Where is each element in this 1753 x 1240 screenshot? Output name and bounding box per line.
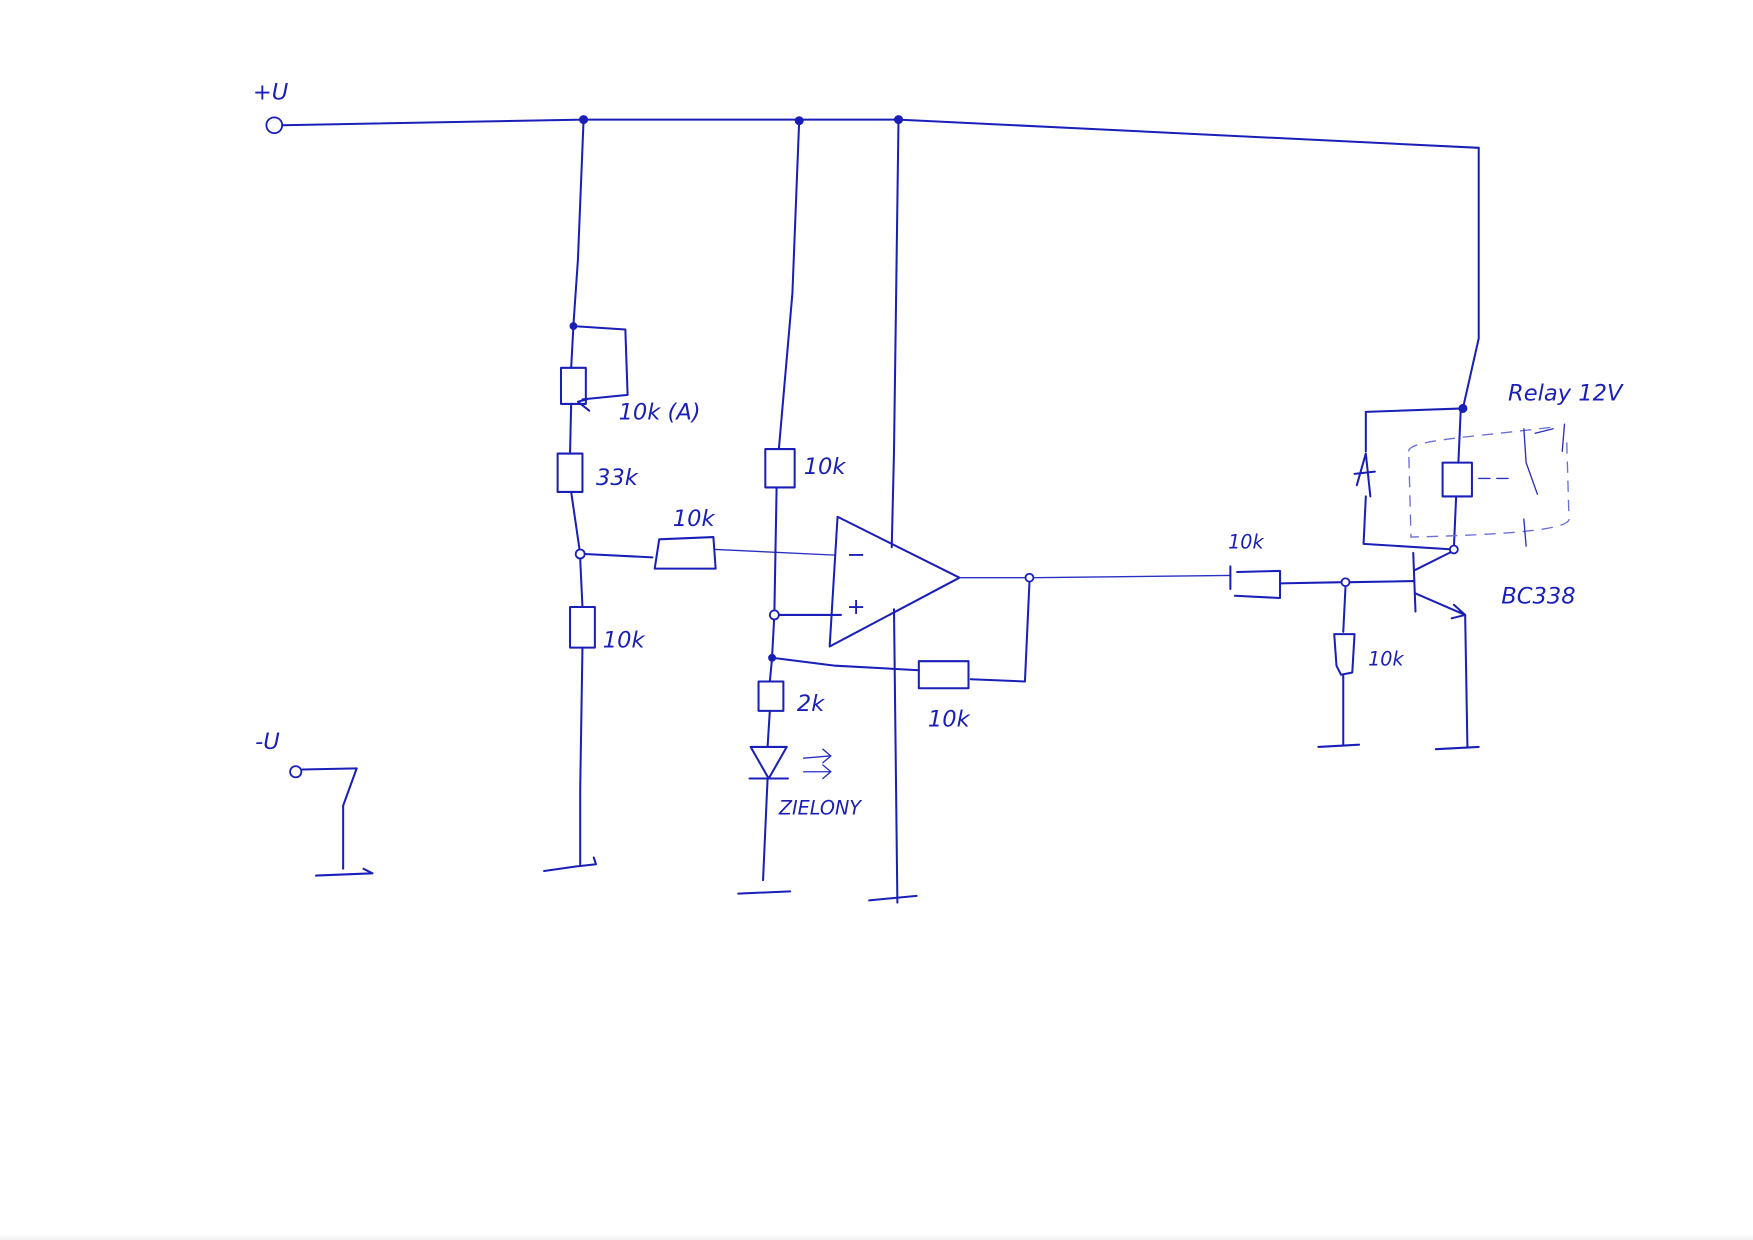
page-edge <box>0 1234 1753 1240</box>
relay-label: Relay 12V <box>1508 381 1624 407</box>
junction-node <box>574 548 586 560</box>
junction-node <box>1449 544 1459 555</box>
resistor-input-label: 10k <box>673 506 716 532</box>
resistor-pulldown-body <box>1333 633 1356 676</box>
led-symbol <box>749 745 788 780</box>
negative-supply-terminal: -U <box>255 729 374 877</box>
left-divider-branch: 10k (A) 33k 10k <box>543 118 701 873</box>
transistor-driver: 10k 10k BC338 <box>1033 530 1576 751</box>
transistor-label: BC338 <box>1501 584 1575 610</box>
opamp-noninverting-label: + <box>847 594 866 620</box>
positive-supply-terminal: +U <box>253 79 289 135</box>
flyback-diode <box>1353 452 1376 498</box>
light-arrow-icon <box>803 748 832 764</box>
potentiometer-label: 10k (A) <box>619 400 701 426</box>
opamp-inverting-label: − <box>847 542 866 568</box>
resistor-base-body <box>1229 565 1282 600</box>
relay-section: Relay 12V <box>1353 381 1624 555</box>
reference-branch: 10k 2k ZIELONY <box>737 119 862 895</box>
terminal-circle-icon <box>265 116 284 135</box>
junction-node <box>1340 577 1351 588</box>
potentiometer-body <box>559 366 587 405</box>
resistor-10k-ref-label: 10k <box>804 454 847 480</box>
resistor-2k-label: 2k <box>797 691 825 717</box>
terminal-circle-icon <box>289 765 303 779</box>
transistor-collector <box>1414 549 1455 571</box>
resistor-10k-left-label: 10k <box>603 628 646 654</box>
resistor-33k-label: 33k <box>596 465 639 491</box>
resistor-2k-body <box>757 680 785 712</box>
positive-rail <box>281 115 1480 410</box>
light-arrow-icon <box>803 764 832 780</box>
led-label: ZIELONY <box>778 797 862 820</box>
opamp: − + 10k <box>771 118 1035 904</box>
positive-supply-label: +U <box>253 79 289 105</box>
resistor-base-label: 10k <box>1228 530 1264 553</box>
transistor-base-bar <box>1412 551 1417 613</box>
resistor-10k-ref-body <box>764 448 796 489</box>
transistor-emitter-arrow <box>1414 592 1467 620</box>
junction-node <box>768 609 780 621</box>
relay-coil <box>1441 461 1473 498</box>
relay-contact <box>1523 423 1566 495</box>
resistor-input-body <box>653 536 717 570</box>
negative-supply-label: -U <box>255 729 280 755</box>
input-resistor-branch: 10k <box>583 506 836 570</box>
resistor-feedback-label: 10k <box>928 707 971 733</box>
output-node <box>1024 572 1035 583</box>
resistor-10k-left-body <box>569 606 596 649</box>
resistor-pulldown-label: 10k <box>1368 648 1404 671</box>
resistor-33k-body <box>556 452 584 493</box>
resistor-feedback-body <box>917 660 970 690</box>
